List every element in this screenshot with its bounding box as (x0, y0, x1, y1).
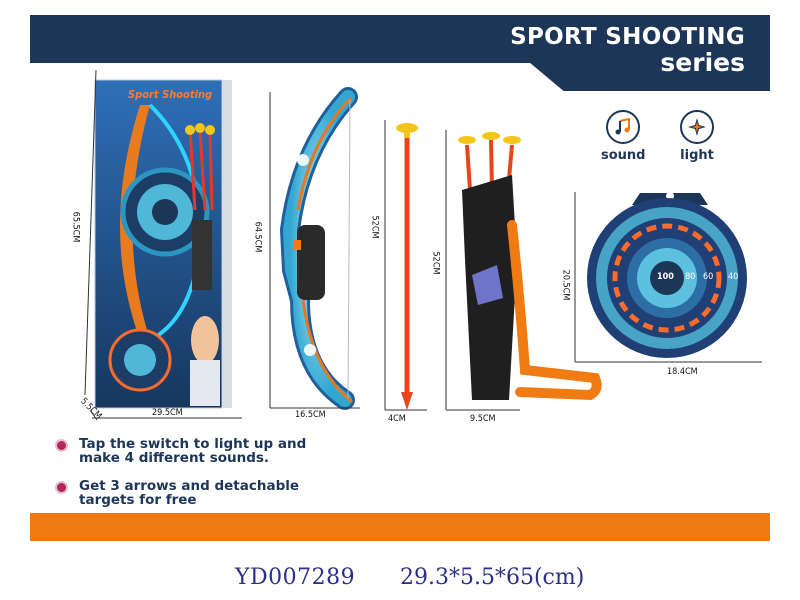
target-ring-value-40: 40 (728, 272, 739, 282)
arrow-illustration (396, 123, 418, 410)
bow-illustration (279, 87, 358, 410)
target-ring-value-60: 60 (703, 272, 714, 282)
bullet-light-sounds: Tap the switch to light up and make 4 di… (55, 437, 319, 465)
bow-width-label: 16.5CM (295, 410, 326, 420)
page-subtitle: series (660, 48, 745, 77)
quiver-width-label: 9.5CM (470, 414, 496, 424)
package-brand-title: Sport Shooting (128, 88, 213, 101)
target-height-label: 20.5CM (560, 269, 571, 301)
bullet-text: Tap the switch to light up and make 4 di… (79, 436, 307, 466)
target-illustration (587, 192, 747, 358)
orange-footer-band (30, 513, 770, 541)
feature-sound-label: sound (601, 148, 646, 163)
feature-light-label: light (680, 148, 714, 163)
bullet-arrows-targets: Get 3 arrows and detachable targets for … (55, 479, 319, 507)
arrow-width-label: 4CM (388, 414, 406, 424)
header-tab (530, 15, 770, 91)
product-code: YD007289 (235, 565, 356, 590)
bullet-text: Get 3 arrows and detachable targets for … (79, 478, 300, 508)
quiver-illustration (458, 132, 602, 401)
feature-light: light (680, 110, 714, 163)
quiver-height-label: 52CM (430, 251, 441, 275)
bow-height-label: 64.5CM (252, 221, 263, 253)
target-width-label: 18.4CM (667, 367, 698, 377)
music-note-icon (606, 110, 641, 144)
feature-sound: sound (601, 110, 645, 163)
light-star-icon (680, 110, 714, 144)
bullet-dot (55, 481, 68, 494)
product-size: 29.3*5.5*65(cm) (400, 565, 585, 590)
package-width-label: 29.5CM (152, 408, 183, 418)
arrow-height-label: 52CM (369, 215, 380, 239)
dimension-lines (84, 69, 762, 421)
package-box (94, 79, 232, 409)
target-center-value: 100 (657, 272, 674, 282)
bullet-dot (55, 439, 68, 452)
target-ring-value-80: 80 (685, 272, 696, 282)
page-title: SPORT SHOOTING (510, 24, 745, 50)
package-height-label: 65.5CM (70, 211, 81, 243)
